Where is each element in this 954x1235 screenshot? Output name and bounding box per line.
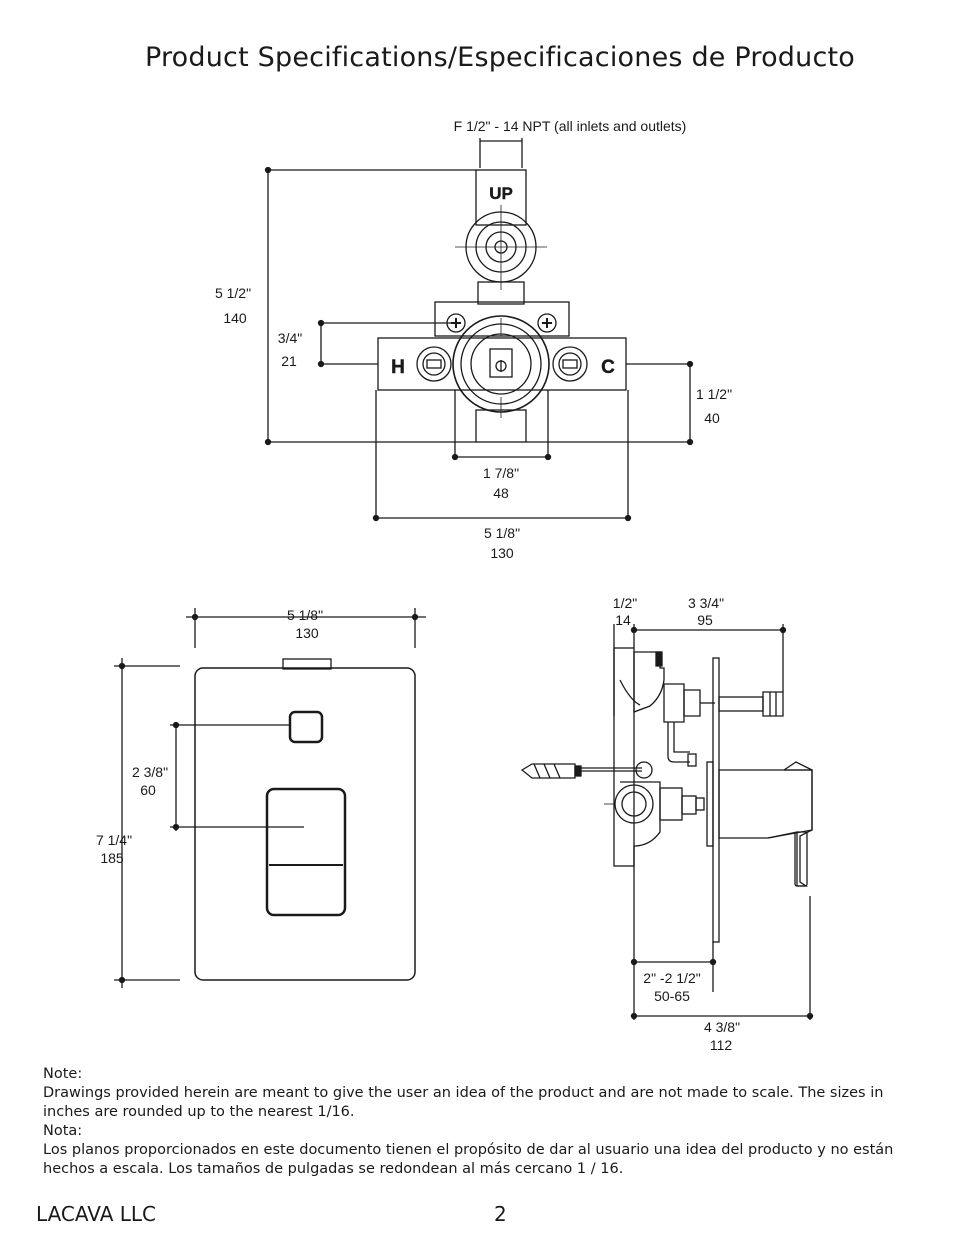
handle-spacing-mm-label: 60: [140, 782, 156, 798]
bottom-outlet-pipe: [475, 409, 527, 443]
mixer-handle: [265, 787, 347, 917]
port-up-label: UP: [489, 184, 513, 203]
disclaimer-note: Note: Drawings provided herein are meant…: [43, 1065, 923, 1179]
diverter-button: [288, 710, 324, 744]
connection-note: F 1/2" - 14 NPT (all inlets and outlets): [454, 118, 687, 134]
wall-depth-in-label: 1/2": [613, 595, 637, 611]
bottom-offset-mm-label: 40: [704, 410, 720, 426]
rough-in-mm-label: 50-65: [654, 988, 690, 1004]
wall-depth-mm-label: 14: [615, 612, 631, 628]
valve-crossbar: [377, 337, 627, 391]
note-heading-en: Note:: [43, 1066, 83, 1082]
body-width-mm-label: 48: [493, 485, 509, 501]
handle-body: [718, 769, 813, 839]
front-view-drawing: 5 1/8" 130 7 1/4" 185 2 3/8" 60: [96, 607, 426, 988]
diverter-cap: [762, 691, 784, 717]
trim-plate-side: [712, 657, 720, 943]
side-view-drawing: 1/2" 14 3 3/4" 95: [520, 595, 814, 1053]
total-depth-in-label: 4 3/8": [704, 1019, 740, 1035]
body-width-in-label: 1 7/8": [483, 465, 519, 481]
height-in-label: 5 1/2": [215, 285, 251, 301]
page-number: 2: [494, 1202, 507, 1226]
total-width-in-label: 5 1/8": [484, 525, 520, 541]
handle-spacing-in-label: 2 3/8": [132, 764, 168, 780]
mounting-bracket: [434, 301, 570, 337]
diverter-stem: [718, 696, 764, 712]
upper-body: [633, 651, 665, 713]
cold-inlet: [552, 346, 588, 382]
port-cold-label: C: [601, 357, 615, 378]
page-title: Product Specifications/Especificaciones …: [144, 42, 856, 73]
plate-height-in-label: 7 1/4": [96, 832, 132, 848]
plate-height-mm-label: 185: [100, 850, 124, 866]
lower-inlet: [614, 784, 654, 824]
offset-mm-label: 21: [281, 353, 297, 369]
port-hot-label: H: [391, 357, 405, 378]
bottom-offset-in-label: 1 1/2": [696, 386, 732, 402]
height-mm-label: 140: [223, 310, 247, 326]
note-text-en: Drawings provided herein are meant to gi…: [43, 1085, 884, 1120]
note-text-es: Los planos proporcionados en este docume…: [43, 1142, 894, 1177]
mounting-plate-side: [613, 647, 635, 867]
top-view-drawing: F 1/2" - 14 NPT (all inlets and outlets)…: [215, 118, 732, 561]
plate-width-in-label: 5 1/8": [287, 607, 323, 623]
projection-in-label: 3 3/4": [688, 595, 724, 611]
total-depth-mm-label: 112: [710, 1037, 733, 1053]
offset-in-label: 3/4": [278, 330, 302, 346]
projection-mm-label: 95: [697, 612, 713, 628]
screw-right: [537, 313, 557, 333]
footer-company: LACAVA LLC: [36, 1202, 156, 1226]
handle-lever: [794, 831, 808, 887]
plate-width-mm-label: 130: [295, 625, 319, 641]
note-heading-es: Nota:: [43, 1123, 83, 1139]
hot-inlet: [416, 346, 452, 382]
plate-top-tab: [282, 658, 332, 670]
total-width-mm-label: 130: [490, 545, 514, 561]
trim-plate: [194, 667, 416, 981]
rough-in-in-label: 2" -2 1/2": [643, 970, 700, 986]
